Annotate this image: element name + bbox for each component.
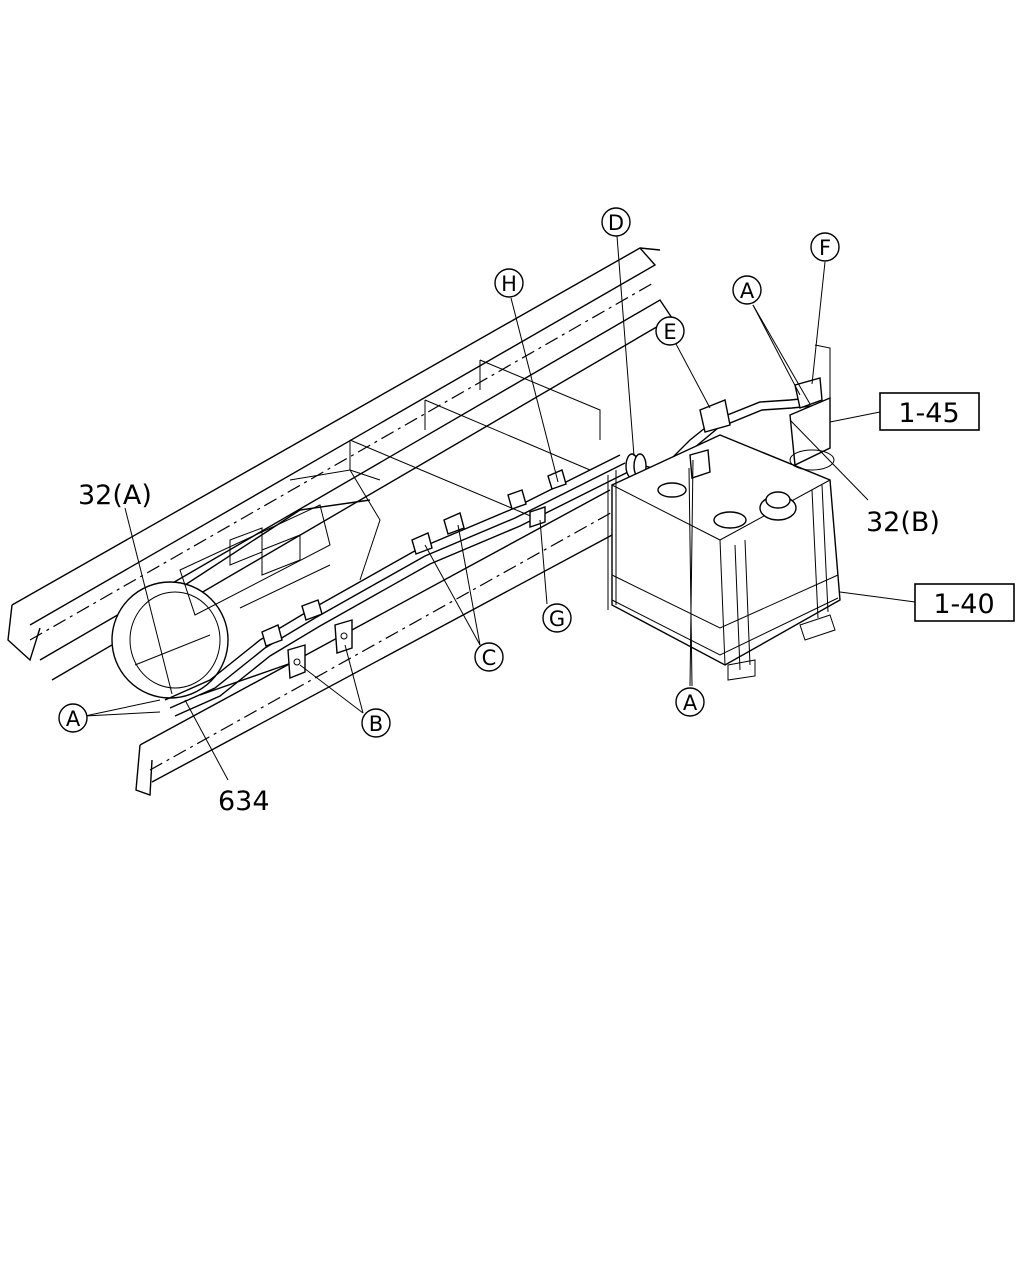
- callout-f: F: [810, 232, 840, 262]
- transmission: [111, 469, 381, 699]
- bracket-b: [287, 619, 353, 680]
- ref-label-32b: 32(B): [866, 507, 940, 538]
- svg-text:C: C: [482, 646, 497, 670]
- callout-a-bottom: A: [675, 687, 705, 717]
- clips: [261, 469, 567, 647]
- frame-rail-upper: [7, 247, 673, 681]
- callout-a-left: A: [58, 703, 88, 733]
- callout-b: B: [361, 708, 391, 738]
- leader-lines: [84, 235, 916, 781]
- ref-label-32a: 32(A): [78, 480, 152, 511]
- callout-e: E: [655, 316, 685, 346]
- callout-g: G: [542, 603, 572, 633]
- svg-text:H: H: [501, 272, 517, 296]
- svg-text:D: D: [608, 211, 624, 235]
- callout-h: H: [494, 268, 524, 298]
- ref-box-1-45: 1-45: [879, 392, 980, 431]
- svg-text:G: G: [549, 607, 565, 631]
- svg-text:A: A: [66, 707, 81, 731]
- fuel-tank: [607, 434, 841, 681]
- ref-label-634: 634: [218, 786, 270, 817]
- svg-text:B: B: [369, 712, 383, 736]
- svg-text:A: A: [683, 691, 698, 715]
- callout-c: C: [474, 642, 504, 672]
- svg-text:F: F: [819, 236, 831, 260]
- svg-text:E: E: [663, 320, 676, 344]
- callout-d: D: [601, 207, 631, 237]
- filter-unit: [689, 344, 835, 479]
- frame-rail-lower: [135, 489, 641, 796]
- callout-a-top: A: [732, 275, 762, 305]
- svg-text:1-45: 1-45: [898, 398, 959, 429]
- svg-text:A: A: [740, 279, 755, 303]
- svg-text:1-40: 1-40: [933, 589, 994, 620]
- cross-members: [349, 359, 601, 521]
- ref-box-1-40: 1-40: [914, 583, 1015, 622]
